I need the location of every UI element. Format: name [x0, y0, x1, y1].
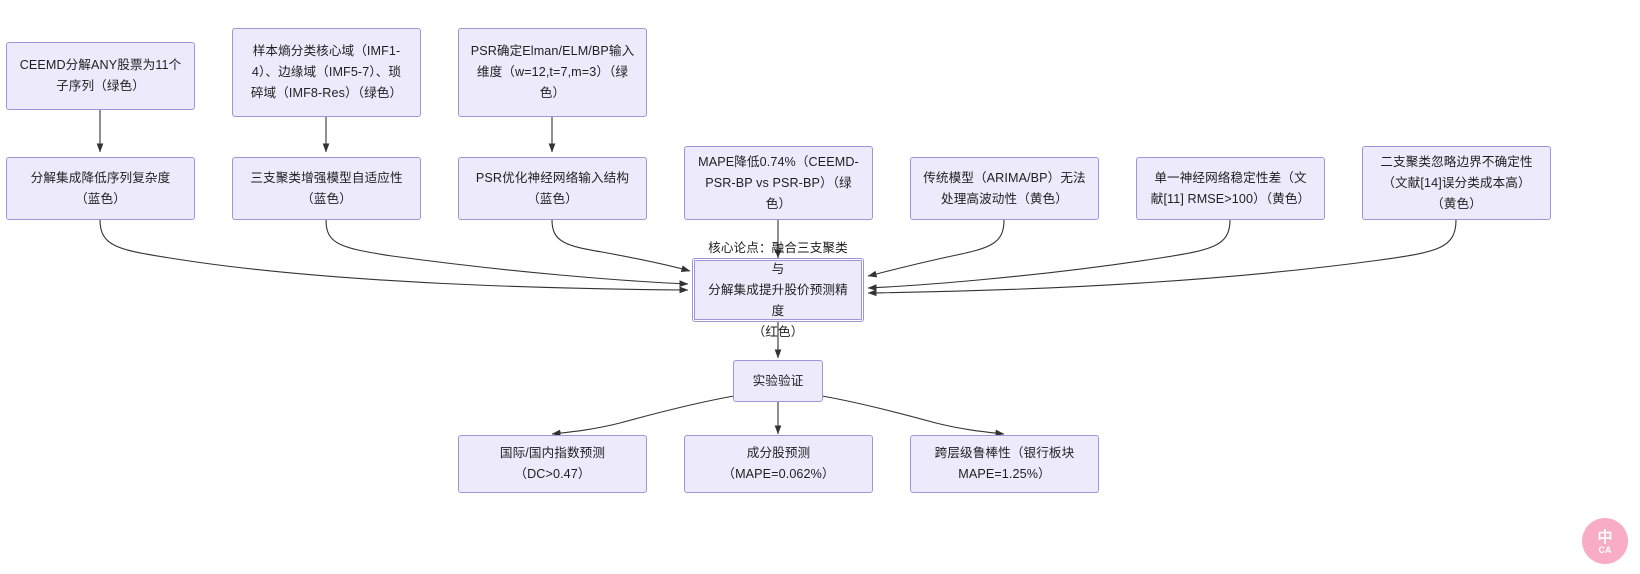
- watermark-sub-text: CA: [1598, 544, 1612, 555]
- edge-exp-r1: [551, 395, 735, 437]
- node-label: 三支聚类增强模型自适应性 （蓝色）: [250, 170, 403, 206]
- node-label: 单一神经网络稳定性差（文 献[11] RMSE>100）（黄色）: [1150, 170, 1311, 206]
- node-result-index-forecast[interactable]: 国际/国内指数预测 （DC>0.47）: [458, 435, 647, 493]
- watermark-text-group: 中 CA: [1597, 530, 1612, 555]
- edge-exp-r3: [821, 395, 1005, 437]
- node-label: 核心论点：融合三支聚类与 分解集成提升股价预测精度 （红色）: [708, 240, 848, 339]
- node-label: PSR优化神经网络输入结构 （蓝色）: [475, 170, 630, 206]
- node-label: PSR确定Elman/ELM/BP输入 维度（w=12,t=7,m=3）（绿 色…: [470, 44, 635, 100]
- node-core-claim[interactable]: 核心论点：融合三支聚类与 分解集成提升股价预测精度 （红色）: [692, 241, 864, 339]
- node-psr-optimizes-nn-input[interactable]: PSR优化神经网络输入结构 （蓝色）: [458, 157, 647, 220]
- node-sample-entropy-classify[interactable]: 样本熵分类核心域（IMF1- 4）、边缘域（IMF5-7）、琐 碎域（IMF8-…: [232, 28, 421, 117]
- edge-group-converge-left: [99, 219, 782, 294]
- node-label: 成分股预测 （MAPE=0.062%）: [722, 446, 835, 481]
- node-label: 分解集成降低序列复杂度 （蓝色）: [30, 170, 171, 206]
- node-two-way-clustering-gap[interactable]: 二支聚类忽略边界不确定性 （文献[14]误分类成本高） （黄色）: [1362, 146, 1551, 220]
- watermark-badge: 中 CA: [1582, 518, 1628, 564]
- node-mape-reduction[interactable]: MAPE降低0.74%（CEEMD- PSR-BP vs PSR-BP）（绿 色…: [684, 146, 873, 220]
- node-decompose-reduces-complexity[interactable]: 分解集成降低序列复杂度 （蓝色）: [6, 157, 195, 220]
- node-label: 传统模型（ARIMA/BP）无法 处理高波动性（黄色）: [923, 170, 1086, 206]
- edge-n4-core: [99, 219, 689, 294]
- node-traditional-model-gap[interactable]: 传统模型（ARIMA/BP）无法 处理高波动性（黄色）: [910, 157, 1099, 220]
- edge-group-converge-right: [867, 219, 1457, 297]
- node-three-way-clustering-adaptivity[interactable]: 三支聚类增强模型自适应性 （蓝色）: [232, 157, 421, 220]
- node-ceemd-decompose[interactable]: CEEMD分解ANY股票为11个 子序列（绿色）: [6, 42, 195, 110]
- edge-n8-core: [867, 219, 1005, 278]
- edge-n9-core: [867, 219, 1231, 291]
- node-label: MAPE降低0.74%（CEEMD- PSR-BP vs PSR-BP）（绿 色…: [698, 154, 859, 211]
- node-result-constituent-stock[interactable]: 成分股预测 （MAPE=0.062%）: [684, 435, 873, 493]
- edge-n10-core: [867, 219, 1457, 297]
- node-label: 实验验证: [752, 373, 804, 388]
- node-label: 国际/国内指数预测 （DC>0.47）: [499, 446, 606, 481]
- node-label: CEEMD分解ANY股票为11个 子序列（绿色）: [19, 58, 182, 93]
- node-single-nn-instability-gap[interactable]: 单一神经网络稳定性差（文 献[11] RMSE>100）（黄色）: [1136, 157, 1325, 220]
- node-label: 跨层级鲁棒性（银行板块 MAPE=1.25%）: [934, 446, 1075, 481]
- edge-group-vertical: [96, 110, 782, 359]
- edge-n6-core: [551, 219, 691, 272]
- node-label: 样本熵分类核心域（IMF1- 4）、边缘域（IMF5-7）、琐 碎域（IMF8-…: [250, 44, 403, 100]
- node-label: 二支聚类忽略边界不确定性 （文献[14]误分类成本高） （黄色）: [1380, 154, 1533, 211]
- watermark-main-text: 中: [1597, 528, 1613, 546]
- edge-n5-core: [325, 219, 689, 288]
- node-result-cross-level-robustness[interactable]: 跨层级鲁棒性（银行板块 MAPE=1.25%）: [910, 435, 1099, 493]
- node-psr-input-dimension[interactable]: PSR确定Elman/ELM/BP输入 维度（w=12,t=7,m=3）（绿 色…: [458, 28, 647, 117]
- node-experimental-validation[interactable]: 实验验证: [733, 360, 823, 402]
